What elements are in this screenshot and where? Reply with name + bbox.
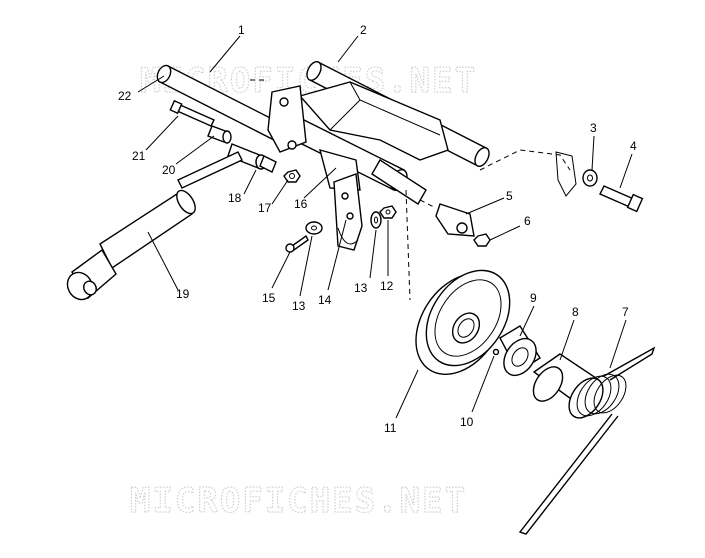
label-8: 8 — [572, 305, 579, 319]
shock-absorber-19 — [66, 151, 243, 301]
label-17: 17 — [258, 201, 272, 215]
watermark-bottom: MICROFICHES.NET — [130, 481, 467, 521]
label-7: 7 — [622, 305, 629, 319]
label-1: 1 — [238, 23, 245, 37]
nut-17 — [283, 169, 301, 183]
bushing-20 — [207, 125, 232, 144]
label-14: 14 — [318, 293, 332, 307]
label-2: 2 — [360, 23, 367, 37]
label-5: 5 — [506, 189, 513, 203]
idler-wheel-11 — [415, 269, 511, 376]
washer-13b — [370, 211, 382, 229]
bracket-outline — [555, 151, 577, 197]
label-3: 3 — [590, 121, 597, 135]
label-18: 18 — [228, 191, 242, 205]
label-16: 16 — [294, 197, 308, 211]
label-20: 20 — [162, 163, 176, 177]
washer-3 — [582, 169, 598, 187]
plate-14 — [333, 173, 363, 251]
label-11: 11 — [384, 421, 397, 435]
bolt-15 — [285, 234, 309, 253]
leader-lines — [137, 35, 633, 419]
bushing-18 — [227, 143, 277, 173]
dashed-leader-2 — [405, 189, 411, 301]
bolt-21 — [169, 99, 215, 127]
rail-frame — [156, 60, 490, 205]
nut-6 — [473, 233, 491, 247]
label-6: 6 — [524, 214, 531, 228]
label-12: 12 — [380, 279, 394, 293]
bracket-5 — [435, 203, 475, 237]
dashed-leader-3 — [479, 149, 571, 171]
label-13b: 13 — [354, 281, 368, 295]
label-21: 21 — [132, 149, 146, 163]
label-9: 9 — [530, 291, 537, 305]
spring-7 — [518, 346, 656, 535]
label-22: 22 — [118, 89, 132, 103]
label-13a: 13 — [292, 299, 306, 313]
dashed-leader-4 — [419, 199, 437, 209]
washer-13a — [305, 221, 323, 235]
label-19: 19 — [176, 287, 190, 301]
label-4: 4 — [630, 139, 637, 153]
nut-12 — [379, 205, 397, 219]
set-screw-10 — [492, 348, 500, 356]
label-15: 15 — [262, 291, 276, 305]
label-10: 10 — [460, 415, 474, 429]
bolt-4 — [599, 185, 644, 213]
spacer-9 — [499, 325, 541, 377]
